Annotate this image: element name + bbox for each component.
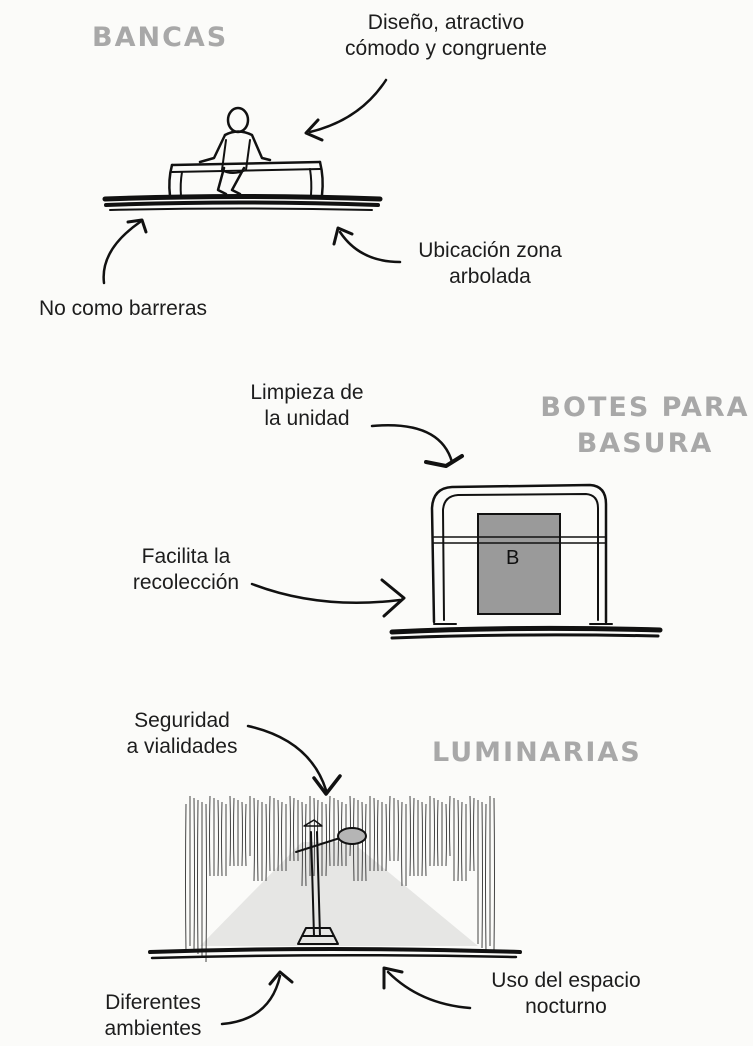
label-cleaning-line-1: Limpieza de — [250, 381, 364, 404]
arrow-design — [308, 78, 388, 134]
arrow-night-use — [386, 970, 472, 1010]
label-night-use-line-2: nocturno — [525, 995, 607, 1018]
botes-title-line-2: BASURA — [576, 428, 714, 459]
label-safety-line-2: a vialidades — [126, 735, 238, 758]
label-safety: Seguridad a vialidades — [106, 708, 258, 760]
label-design-line-1: Diseño, atractivo — [367, 11, 525, 34]
lamp-illustration — [148, 795, 522, 963]
trash-bin-illustration — [389, 483, 663, 640]
label-collection: Facilita la recolección — [118, 544, 254, 596]
arrow-safety — [246, 724, 328, 792]
arrow-ambients — [220, 974, 282, 1026]
label-ambients-line-2: ambientes — [104, 1017, 202, 1040]
label-night-use: Uso del espacio nocturno — [466, 968, 666, 1020]
arrow-cleaning — [370, 424, 454, 464]
label-location-line-2: arbolada — [449, 265, 531, 288]
label-location: Ubicación zona arbolada — [400, 238, 580, 290]
label-barriers-line-1: No como barreras — [38, 297, 208, 320]
bin-letter: B — [506, 547, 519, 569]
arrow-barriers — [102, 220, 142, 285]
label-collection-line-1: Facilita la — [141, 545, 231, 568]
label-cleaning-line-2: la unidad — [264, 407, 350, 430]
label-cleaning: Limpieza de la unidad — [232, 380, 382, 432]
bancas-title: BANCAS — [92, 22, 229, 53]
label-ambients: Diferentes ambientes — [86, 990, 220, 1042]
label-location-line-1: Ubicación zona — [418, 239, 562, 262]
botes-title-line-1: BOTES PARA — [540, 392, 750, 423]
arrow-collection — [250, 582, 402, 604]
label-ambients-line-1: Diferentes — [105, 991, 201, 1014]
label-design-line-2: cómodo y congruente — [345, 37, 547, 60]
label-barriers: No como barreras — [18, 296, 228, 322]
bench-illustration — [102, 106, 383, 211]
label-design: Diseño, atractivo cómodo y congruente — [318, 10, 574, 62]
label-safety-line-1: Seguridad — [134, 709, 230, 732]
luminarias-title: LUMINARIAS — [432, 737, 642, 768]
label-collection-line-2: recolección — [132, 571, 240, 594]
arrow-location — [338, 230, 402, 264]
label-night-use-line-1: Uso del espacio — [491, 969, 641, 992]
botes-title: BOTES PARA BASURA — [540, 390, 750, 462]
